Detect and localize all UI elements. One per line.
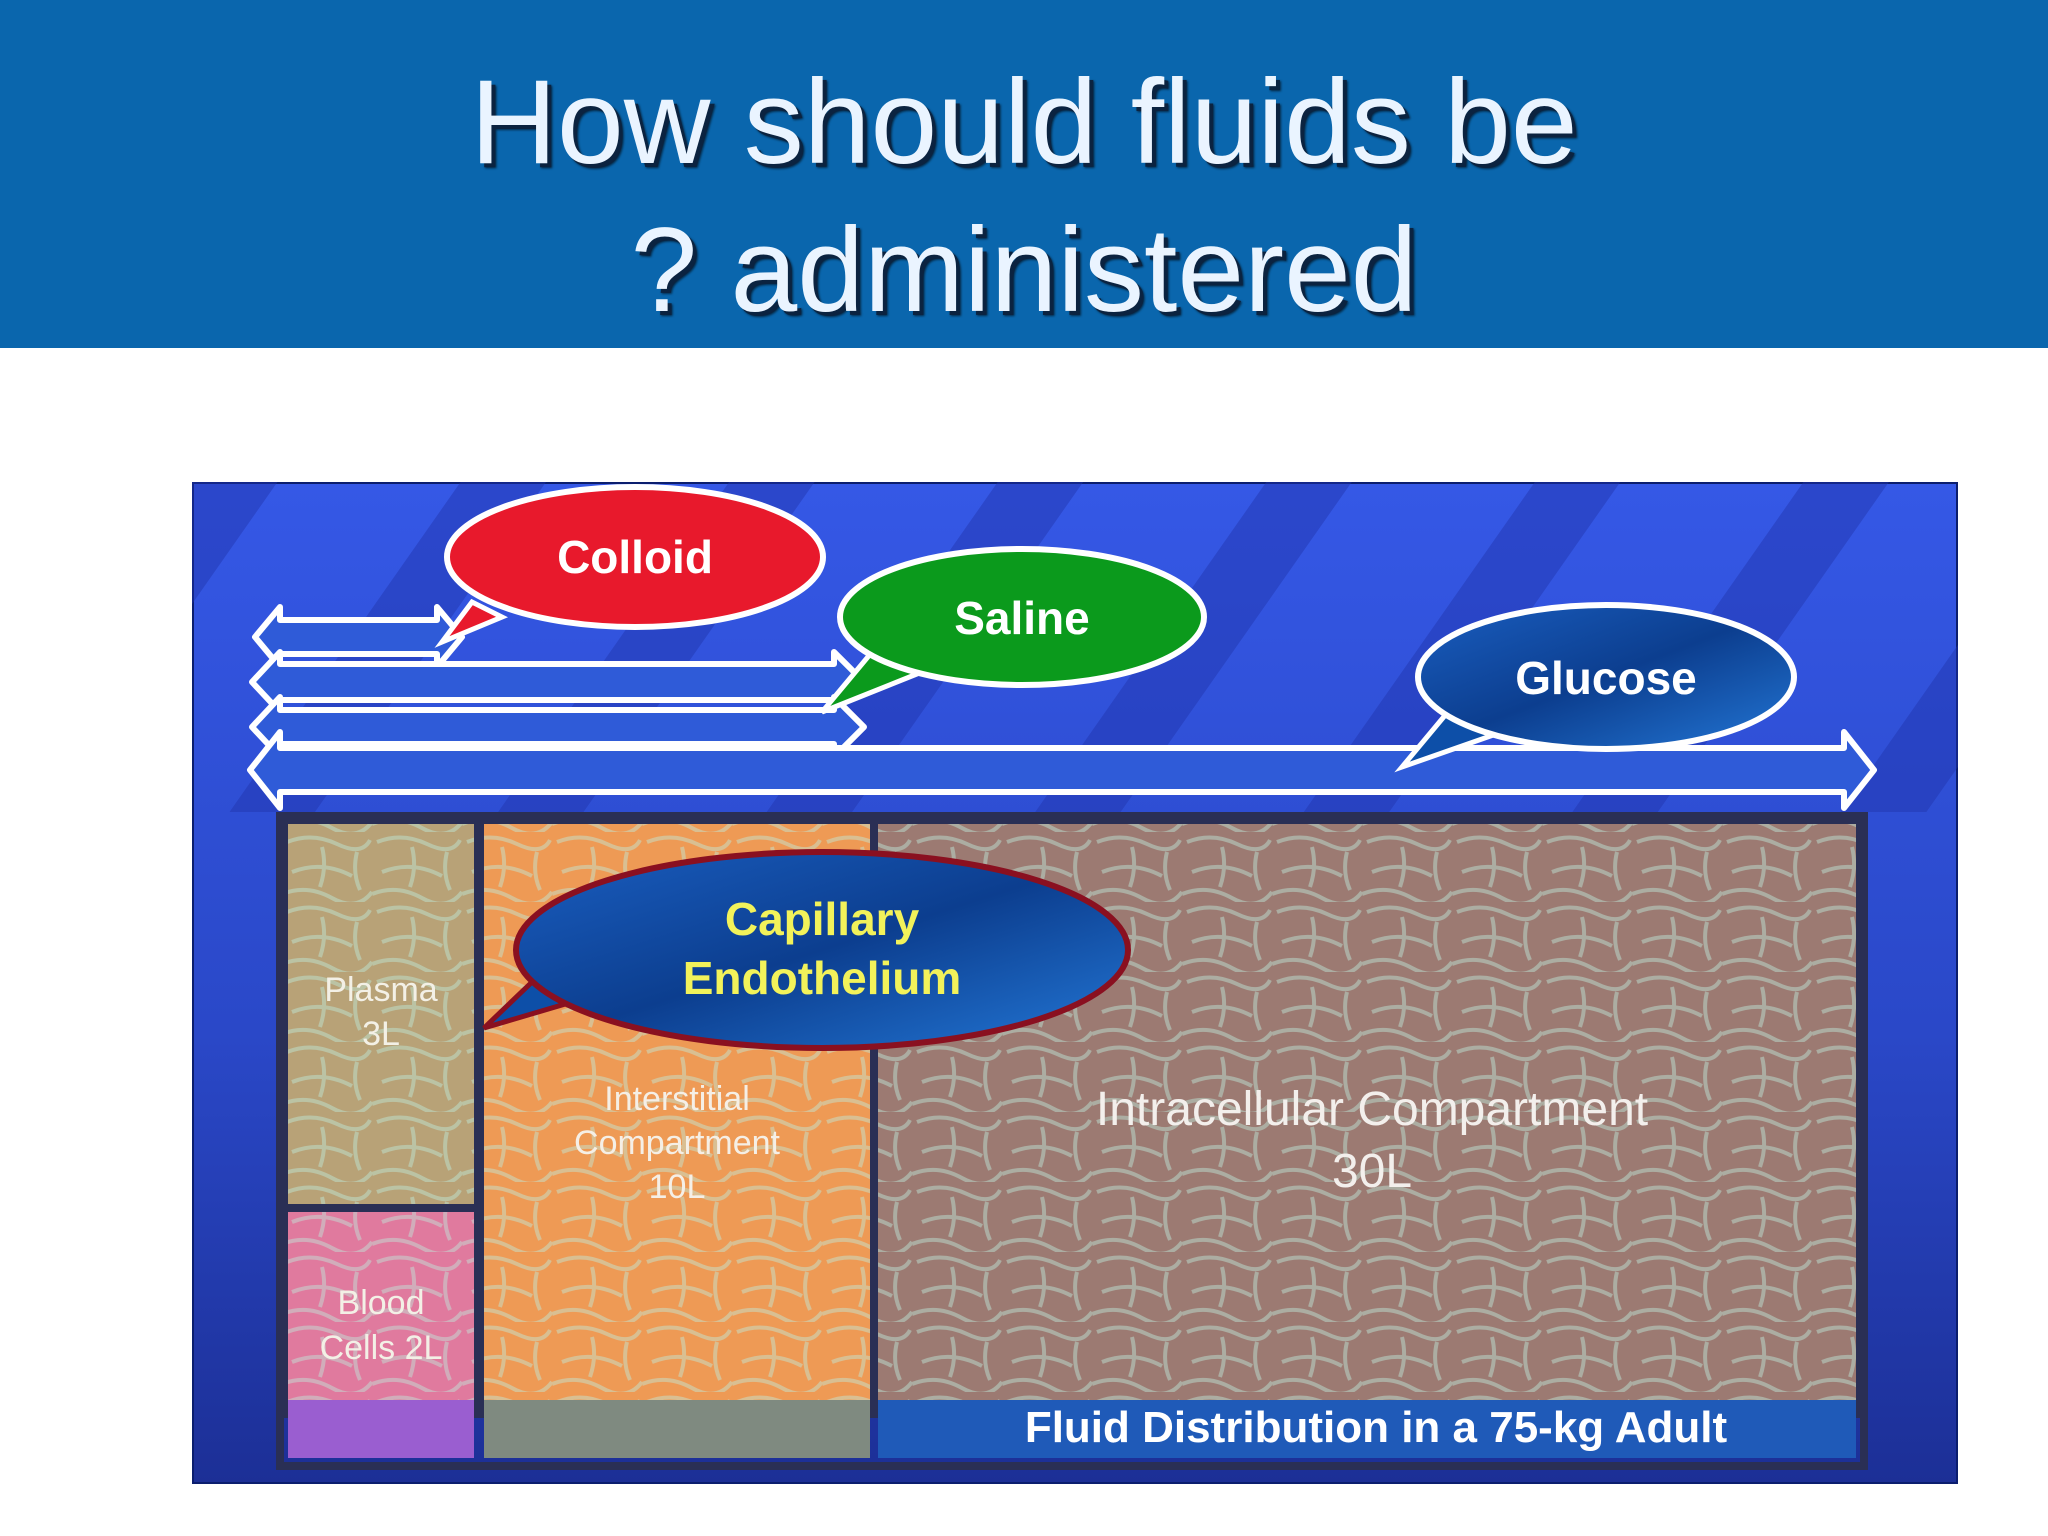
interstitial-base <box>484 1400 870 1458</box>
saline-bubble: Saline <box>820 546 1207 715</box>
interstitial-label-1: Interstitial <box>604 1080 750 1118</box>
diagram-caption: Fluid Distribution in a 75-kg Adult <box>1025 1403 1728 1452</box>
intracellular-volume: 30L <box>1332 1145 1412 1198</box>
blood-cells-base <box>288 1400 474 1458</box>
capillary-label-1: Capillary <box>725 893 920 945</box>
glucose-label: Glucose <box>1515 652 1697 704</box>
capillary-endothelium-bubble: Capillary Endothelium <box>482 849 1131 1051</box>
diagram-svg: Colloid Saline Glucose <box>192 482 1958 1484</box>
fluid-distribution-diagram: Colloid Saline Glucose <box>192 482 1958 1484</box>
slide-title-line-2: ? administered <box>630 203 1418 337</box>
plasma-volume: 3L <box>362 1015 400 1053</box>
colloid-label: Colloid <box>557 531 713 583</box>
saline-arrow <box>249 649 867 715</box>
glucose-arrow <box>247 729 1877 811</box>
capillary-label-2: Endothelium <box>683 952 962 1004</box>
intracellular-label: Intracellular Compartment <box>1096 1083 1648 1136</box>
saline-label: Saline <box>954 592 1090 644</box>
blood-cells-volume: Cells 2L <box>320 1329 443 1367</box>
interstitial-volume: 10L <box>649 1168 706 1206</box>
blood-cells-label: Blood <box>338 1284 425 1322</box>
plasma-label: Plasma <box>324 971 437 1009</box>
colloid-bubble: Colloid <box>434 484 826 648</box>
caption-bar <box>878 1400 1856 1458</box>
title-bar: How should fluids be ? administered <box>0 0 2048 348</box>
interstitial-label-2: Compartment <box>574 1124 781 1162</box>
slide-title-line-1: How should fluids be <box>470 55 1578 189</box>
distribution-arrows <box>247 604 1877 811</box>
glucose-bubble: Glucose <box>1394 602 1797 773</box>
